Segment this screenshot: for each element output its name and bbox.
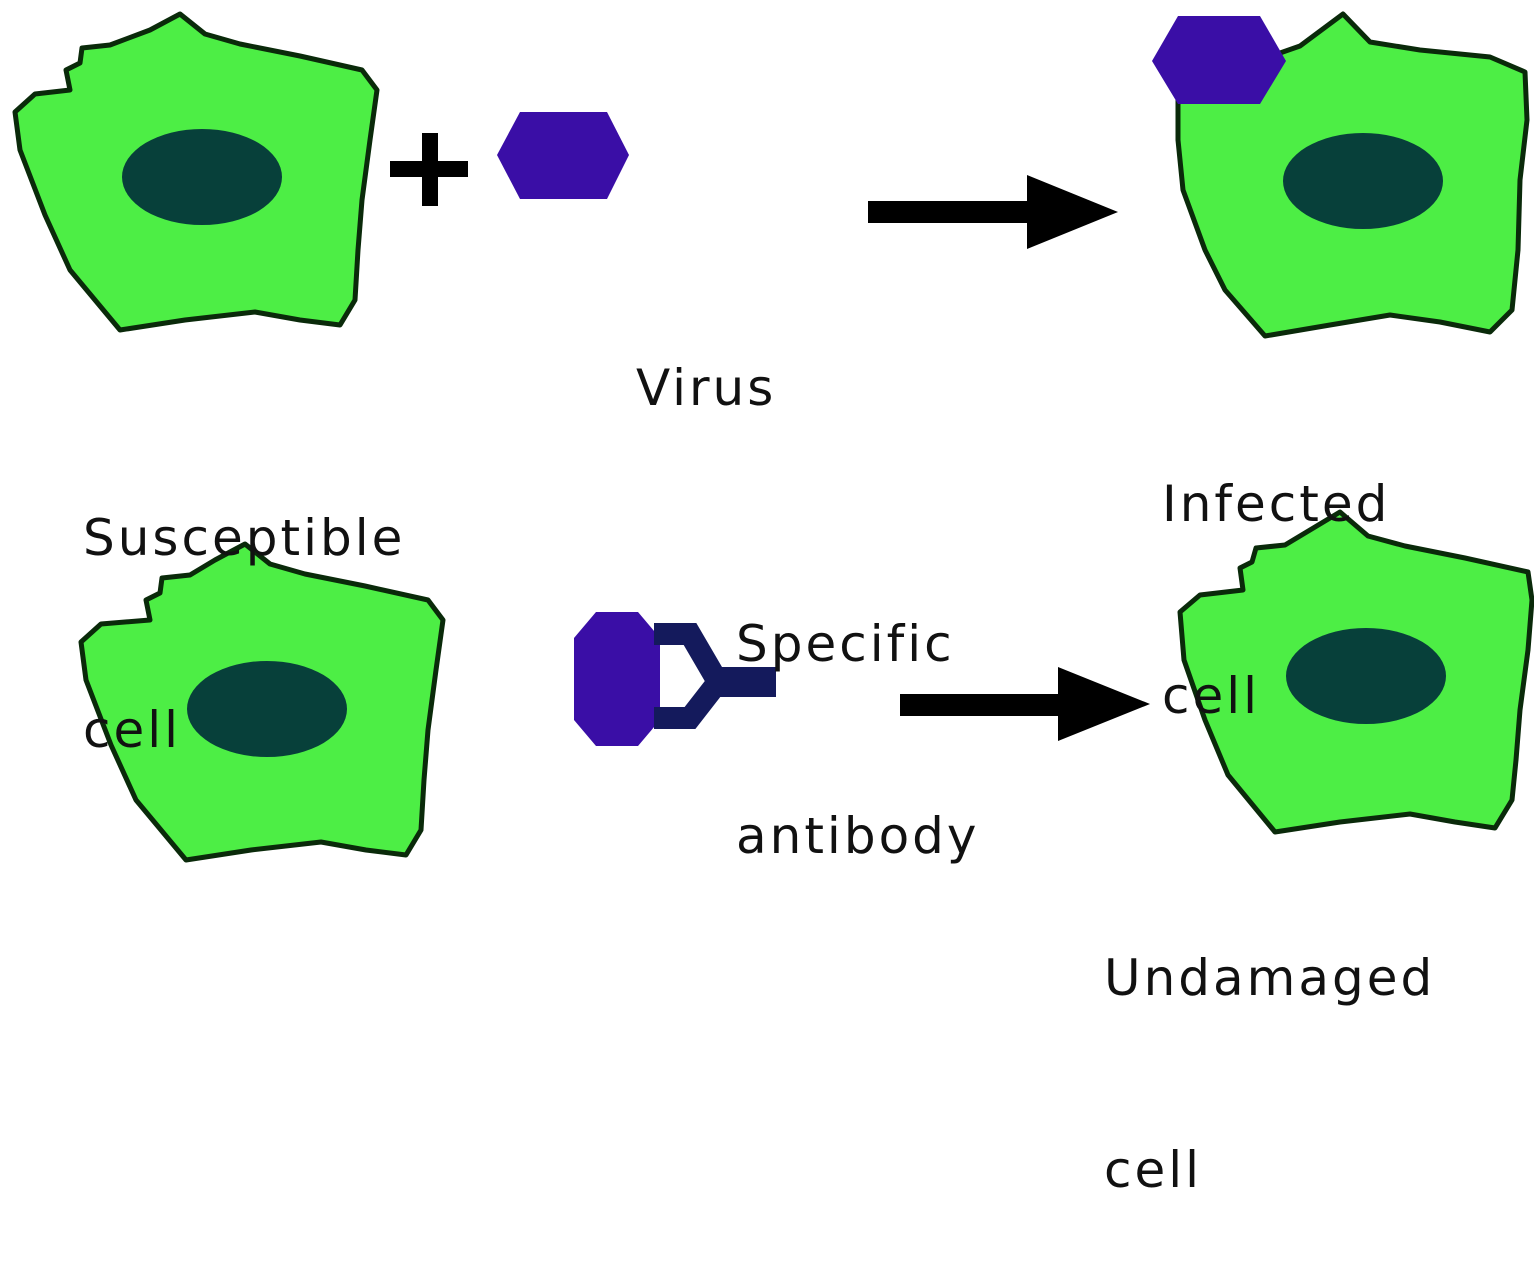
virus-label: Virus	[636, 228, 776, 484]
plus-icon	[390, 133, 468, 206]
infected-cell-label: Infected cell	[1162, 344, 1390, 792]
virus-icon	[497, 112, 629, 199]
infected-cell	[1152, 14, 1527, 336]
infection-arrow-icon	[868, 175, 1118, 249]
attached-virus-icon	[1152, 16, 1286, 104]
infected-cell-nucleus	[1283, 133, 1443, 229]
susceptible-cell-nucleus	[122, 129, 282, 225]
susceptible-cell-label: Susceptible cell	[83, 378, 405, 826]
undamaged-cell-label: Undamaged cell	[1104, 818, 1435, 1266]
specific-antibody-label: Specific antibody	[736, 484, 979, 932]
neutralized-virus-icon	[574, 612, 660, 746]
susceptible-cell	[15, 14, 377, 330]
